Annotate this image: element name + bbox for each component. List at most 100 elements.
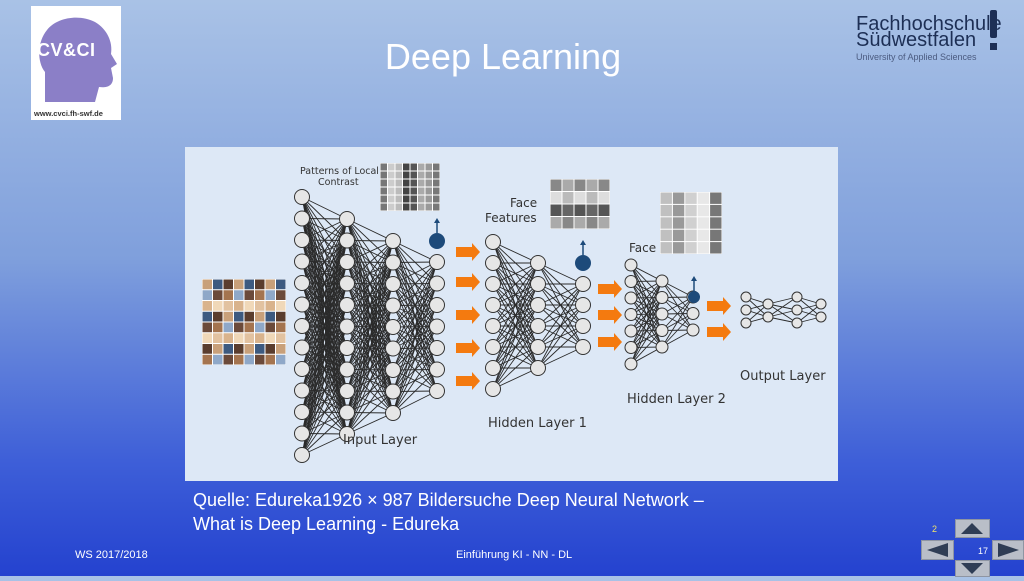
label-face-features-line2: Features xyxy=(485,211,537,225)
mosaic-tile xyxy=(598,217,610,229)
connection-line xyxy=(301,347,348,456)
mosaic-tile xyxy=(223,354,233,365)
neuron-node xyxy=(339,340,355,356)
mosaic-tile xyxy=(395,163,402,171)
mosaic-tile xyxy=(265,279,275,290)
mosaic-tile xyxy=(574,217,586,229)
neuron-node xyxy=(624,291,638,305)
caption-line-1: Quelle: Edureka1926 × 987 Bildersuche De… xyxy=(193,490,704,510)
neuron-node xyxy=(339,254,355,270)
mosaic-tile xyxy=(418,179,425,187)
mosaic-tile xyxy=(586,204,598,216)
mosaic-tile xyxy=(562,217,574,229)
mosaic-tile xyxy=(265,301,275,311)
triangle-right-icon xyxy=(998,543,1019,557)
connection-line xyxy=(392,261,438,285)
neuron-node xyxy=(339,232,355,249)
mosaic-tile xyxy=(418,163,425,171)
connection-line xyxy=(346,240,394,284)
mosaic-tile xyxy=(574,204,586,216)
mosaic-tile xyxy=(223,290,233,300)
neuron-node xyxy=(624,308,638,321)
mosaic-tile xyxy=(418,171,425,179)
connection-line xyxy=(392,261,438,349)
arrow-right-icon xyxy=(456,243,480,261)
connection-line xyxy=(537,262,584,285)
neural-network-diagram: Patterns of Local Contrast Face Features… xyxy=(202,163,827,463)
arrow-right-icon xyxy=(707,323,731,341)
connection-line xyxy=(301,218,348,456)
arrow-right-icon xyxy=(456,273,480,291)
mosaic-tile xyxy=(403,203,410,211)
mosaic-tile xyxy=(672,217,685,229)
mosaic-tile xyxy=(697,242,710,254)
neuron-node xyxy=(530,339,546,355)
mosaic-tile xyxy=(255,344,265,354)
neuron-node xyxy=(624,258,638,272)
mosaic-tile xyxy=(265,322,275,333)
mosaic-tile xyxy=(660,204,672,217)
connection-line xyxy=(346,240,394,306)
connection-line xyxy=(346,240,394,392)
arrow-right-icon xyxy=(456,339,480,357)
mosaic-tile xyxy=(244,279,254,290)
neuron-node xyxy=(429,275,445,292)
mosaic-tile xyxy=(244,333,254,343)
connection-line xyxy=(661,313,694,348)
nav-down-button[interactable] xyxy=(955,560,990,577)
neuron-node xyxy=(385,362,401,378)
neuron-node xyxy=(624,275,638,288)
mosaic-tile xyxy=(425,163,432,171)
mosaic-tile xyxy=(388,179,395,187)
connection-line xyxy=(392,261,438,306)
arrow-right-icon xyxy=(598,280,622,298)
neuron-node xyxy=(655,274,669,288)
mosaic-tile xyxy=(660,242,672,254)
mosaic-tile xyxy=(276,311,286,322)
connection-line xyxy=(492,262,539,327)
neuron-node xyxy=(339,426,355,442)
connection-line xyxy=(346,262,394,435)
mosaic-tile xyxy=(574,179,586,191)
mosaic-tile xyxy=(244,311,254,322)
mosaic-tile xyxy=(213,311,223,322)
mosaic-tile xyxy=(276,354,286,365)
mosaic-tile xyxy=(202,301,212,311)
nav-right-button[interactable] xyxy=(992,540,1024,560)
mosaic-tile xyxy=(685,217,697,229)
neuron-node xyxy=(385,233,401,249)
mosaic-tile xyxy=(660,229,672,242)
neuron-node xyxy=(294,210,310,227)
connection-line xyxy=(661,296,694,331)
connection-line xyxy=(392,240,438,263)
source-caption: Quelle: Edureka1926 × 987 Bildersuche De… xyxy=(193,488,833,536)
nav-up-button[interactable] xyxy=(955,519,990,538)
neuron-node xyxy=(815,298,827,310)
neuron-node xyxy=(791,291,803,303)
mosaic-tile xyxy=(388,163,395,171)
mosaic-tile xyxy=(672,242,685,254)
connection-line xyxy=(392,347,438,414)
mosaic-tile xyxy=(598,192,610,204)
mosaic-tile xyxy=(574,192,586,204)
mosaic-tile xyxy=(710,204,722,217)
neuron-node xyxy=(294,232,310,248)
mosaic-tile xyxy=(685,242,697,254)
mosaic-tile xyxy=(433,163,440,171)
mosaic-tile xyxy=(710,229,722,242)
mosaic-tile xyxy=(234,333,244,343)
neuron-node xyxy=(294,425,310,442)
connection-line xyxy=(492,262,539,348)
mosaic-tile xyxy=(213,322,223,333)
nav-left-button[interactable] xyxy=(921,540,954,560)
mosaic-tile xyxy=(276,344,286,354)
connection-line xyxy=(630,330,663,365)
mosaic-tile xyxy=(265,333,275,343)
mosaic-tile xyxy=(697,217,710,229)
neuron-node xyxy=(530,276,546,292)
mosaic-tile xyxy=(586,192,598,204)
mosaic-tile xyxy=(380,171,387,179)
neuron-node xyxy=(385,276,401,292)
neuron-node xyxy=(762,311,774,323)
logo-line-1: Fachhochschule xyxy=(856,13,1002,35)
